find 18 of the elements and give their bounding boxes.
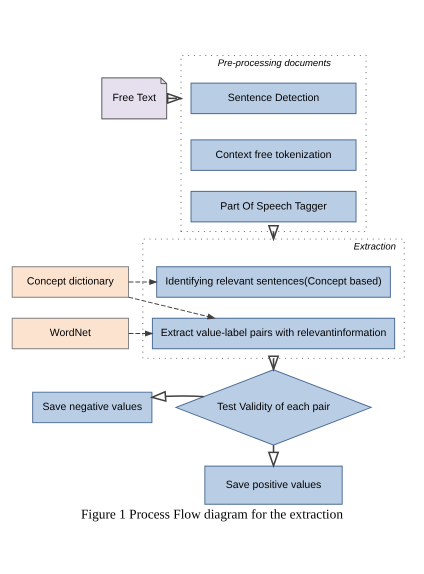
arrow	[128, 296, 216, 320]
arrow	[150, 390, 204, 402]
caption: Figure 1 Process Flow diagram for the extraction	[81, 506, 343, 522]
arrow	[166, 92, 184, 104]
node-box: Context free tokenization	[190, 139, 357, 171]
arrow	[128, 330, 154, 337]
node-box: Extract value-label pairs with relevantinformation	[152, 318, 396, 350]
node-box: Save negative values	[32, 392, 152, 424]
node-box: Concept dictionary	[12, 266, 130, 298]
node-box: Sentence Detection	[190, 82, 357, 114]
arrow	[268, 224, 280, 242]
node-box: Save positive values	[204, 466, 343, 505]
arrow	[128, 278, 158, 285]
node-diamond: Test Validity of each pair	[174, 369, 372, 446]
arrow	[268, 355, 280, 372]
node-box: Part Of Speech Tagger	[190, 190, 357, 222]
node-box: Identifying relevant sentences(Concept based)	[156, 266, 391, 298]
node-box: WordNet	[12, 318, 130, 350]
